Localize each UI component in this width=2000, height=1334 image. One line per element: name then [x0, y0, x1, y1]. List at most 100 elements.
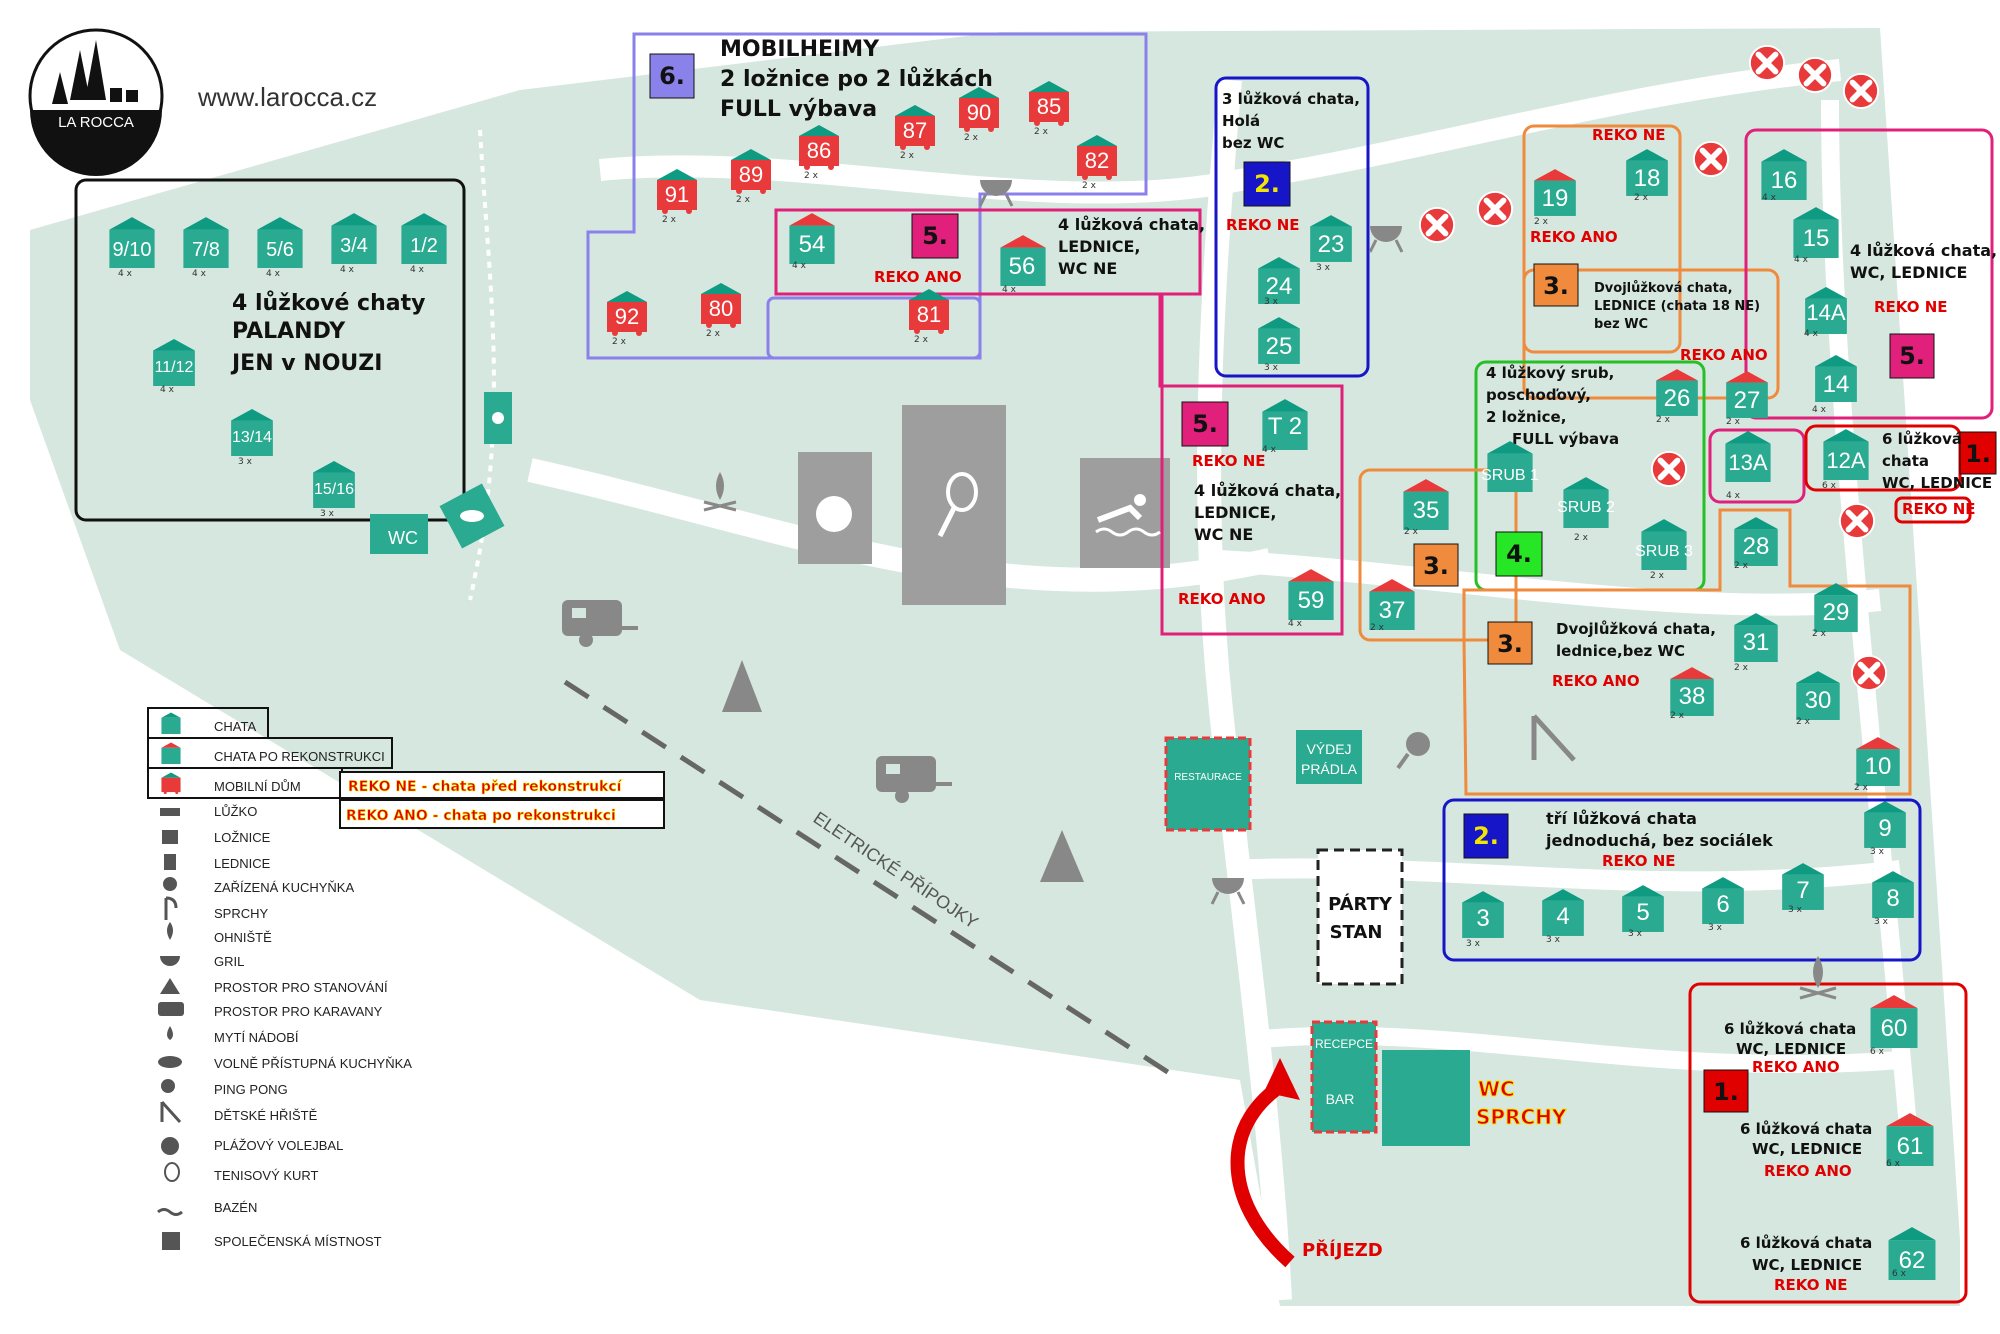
z5a-line3: WC NE [1058, 259, 1117, 278]
cabin-19[interactable]: 192 x [1534, 169, 1576, 227]
mobile-home-87[interactable]: 872 x [895, 105, 935, 161]
cabin-24[interactable]: 243 x [1258, 257, 1300, 307]
mobile-home-82[interactable]: 822 x [1077, 135, 1117, 191]
slide-icon [1531, 714, 1576, 762]
cabin-capacity: 4 x [192, 269, 207, 279]
cabin-16[interactable]: 164 x [1761, 149, 1807, 203]
z3a-line3: bez WC [1594, 317, 1648, 332]
cabin-capacity: 6 x [1870, 1047, 1885, 1057]
cabin-6[interactable]: 63 x [1702, 877, 1744, 933]
cabin-37[interactable]: 372 x [1369, 579, 1415, 633]
cabin-number: 86 [807, 138, 831, 163]
cabin-capacity: 2 x [1854, 783, 1869, 793]
cabin-10[interactable]: 102 x [1854, 737, 1900, 793]
cabin-capacity: 2 x [1404, 527, 1419, 537]
cabin-7[interactable]: 73 x [1782, 863, 1824, 915]
cabin-54[interactable]: 544 x [789, 213, 835, 271]
cabin-7-8[interactable]: 7/8 4 x [183, 217, 229, 279]
cabin-4[interactable]: 43 x [1542, 889, 1584, 945]
grill-icon [160, 956, 180, 966]
closed-icon [1420, 208, 1454, 242]
closed-icon [1652, 452, 1686, 486]
cabin-T2[interactable]: T 24 x [1262, 399, 1308, 455]
mobile-home-91[interactable]: 912 x [657, 169, 697, 225]
cabin-capacity: 3 x [1628, 929, 1643, 939]
zone-badge-6: 6. [659, 62, 685, 90]
cabin-18[interactable]: 182 x [1626, 149, 1668, 203]
cabin-26[interactable]: 262 x [1656, 369, 1698, 425]
reko-ne-5b: REKO NE [1192, 452, 1266, 470]
cabin-9[interactable]: 93 x [1864, 801, 1906, 857]
pot-icon [439, 483, 505, 549]
mobile-home-89[interactable]: 892 x [731, 149, 771, 205]
cabin-13-14[interactable]: 13/143 x [231, 409, 273, 467]
z3b-line1: Dvojlůžková chata, [1556, 620, 1716, 638]
z3b-line2: lednice,bez WC [1556, 642, 1685, 660]
cabin-number: 7/8 [192, 239, 220, 261]
cabin-capacity: 6 x [1822, 481, 1837, 491]
mobile-home-86[interactable]: 862 x [799, 125, 839, 181]
cabin-14[interactable]: 144 x [1812, 355, 1857, 415]
cabin-capacity: 2 x [1796, 717, 1811, 727]
cabin-number: 10 [1865, 753, 1892, 780]
cabin-38[interactable]: 382 x [1670, 667, 1714, 721]
cabin-27[interactable]: 272 x [1726, 371, 1768, 427]
cabin-11-12[interactable]: 11/124 x [153, 339, 195, 395]
reko-ano-59: REKO ANO [1178, 590, 1266, 608]
legend-reko-ne: REKO NE - chata před rekonstrukcí [348, 779, 623, 795]
shower-icon [164, 896, 178, 920]
cabin-61[interactable]: 616 x [1886, 1113, 1934, 1169]
cabin-15[interactable]: 154 x [1793, 207, 1839, 265]
mobile-home-85[interactable]: 852 x [1029, 81, 1069, 137]
cabin-capacity: 4 x [118, 269, 133, 279]
legend-item-label: LOŽNICE [214, 830, 271, 845]
cabin-srub-1[interactable]: SRUB 1 [1481, 441, 1539, 492]
z1b-b-line2: WC, LEDNICE [1752, 1140, 1862, 1158]
cabin-8[interactable]: 83 x [1872, 871, 1914, 927]
mobile-home-81[interactable]: 812 x [909, 289, 949, 345]
cabin-29[interactable]: 292 x [1812, 583, 1858, 639]
closed-icon [1750, 46, 1784, 80]
legend: REKO NE - chata před rekonstrukcí REKO A… [147, 707, 665, 1250]
cabin-23[interactable]: 233 x [1310, 215, 1352, 273]
cabin-5[interactable]: 53 x [1622, 885, 1664, 939]
cabin-15-16[interactable]: 15/163 x [313, 461, 355, 519]
cabin-9-10[interactable]: 9/104 x [109, 217, 155, 279]
mobile-home-90[interactable]: 902 x [959, 87, 999, 143]
cabin-3[interactable]: 33 x [1462, 891, 1504, 949]
cabin-56[interactable]: 564 x [1000, 235, 1046, 295]
z2b-line1: tří lůžková chata [1546, 809, 1697, 828]
arrival-label: PŘÍJEZD [1302, 1239, 1383, 1261]
cabin-srub-3[interactable]: SRUB 32 x [1635, 519, 1693, 581]
cabin-5-6[interactable]: 5/64 x [257, 217, 303, 279]
cabin-60[interactable]: 606 x [1870, 995, 1918, 1057]
cabin-srub-2[interactable]: SRUB 22 x [1557, 477, 1615, 543]
cabin-30[interactable]: 302 x [1796, 671, 1840, 727]
cabin-35[interactable]: 352 x [1403, 479, 1449, 537]
cabin-capacity: 3 x [1316, 263, 1331, 273]
cabin-capacity: 3 x [1870, 847, 1885, 857]
tennis-icon [937, 472, 978, 538]
cabin-31[interactable]: 312 x [1734, 613, 1778, 673]
mobile-home-92[interactable]: 922 x [607, 291, 647, 347]
legend-item-label: PROSTOR PRO KARAVANY [214, 1004, 383, 1019]
cabin-1-2[interactable]: 1/24 x [401, 213, 447, 275]
cabin-25[interactable]: 253 x [1258, 317, 1300, 373]
zone-badge-4: 4. [1506, 540, 1532, 568]
cabin-59[interactable]: 594 x [1288, 569, 1334, 629]
cabin-28[interactable]: 282 x [1734, 517, 1778, 571]
z3a-line2: LEDNICE (chata 18 NE) [1594, 299, 1760, 314]
mobile-home-80[interactable]: 802 x [701, 283, 741, 339]
cabin-number: 24 [1266, 273, 1293, 300]
cabin-3-4[interactable]: 3/44 x [331, 213, 377, 275]
cabin-capacity: 2 x [1034, 127, 1049, 137]
cabin-number: 3 [1476, 905, 1489, 932]
cabin-number: 15 [1803, 225, 1830, 252]
cabin-number: 81 [917, 302, 941, 327]
cabin-62[interactable]: 626 x [1888, 1227, 1936, 1280]
party-tent-line1: PÁRTY [1328, 893, 1393, 915]
website-link[interactable]: www.larocca.cz [197, 82, 377, 112]
